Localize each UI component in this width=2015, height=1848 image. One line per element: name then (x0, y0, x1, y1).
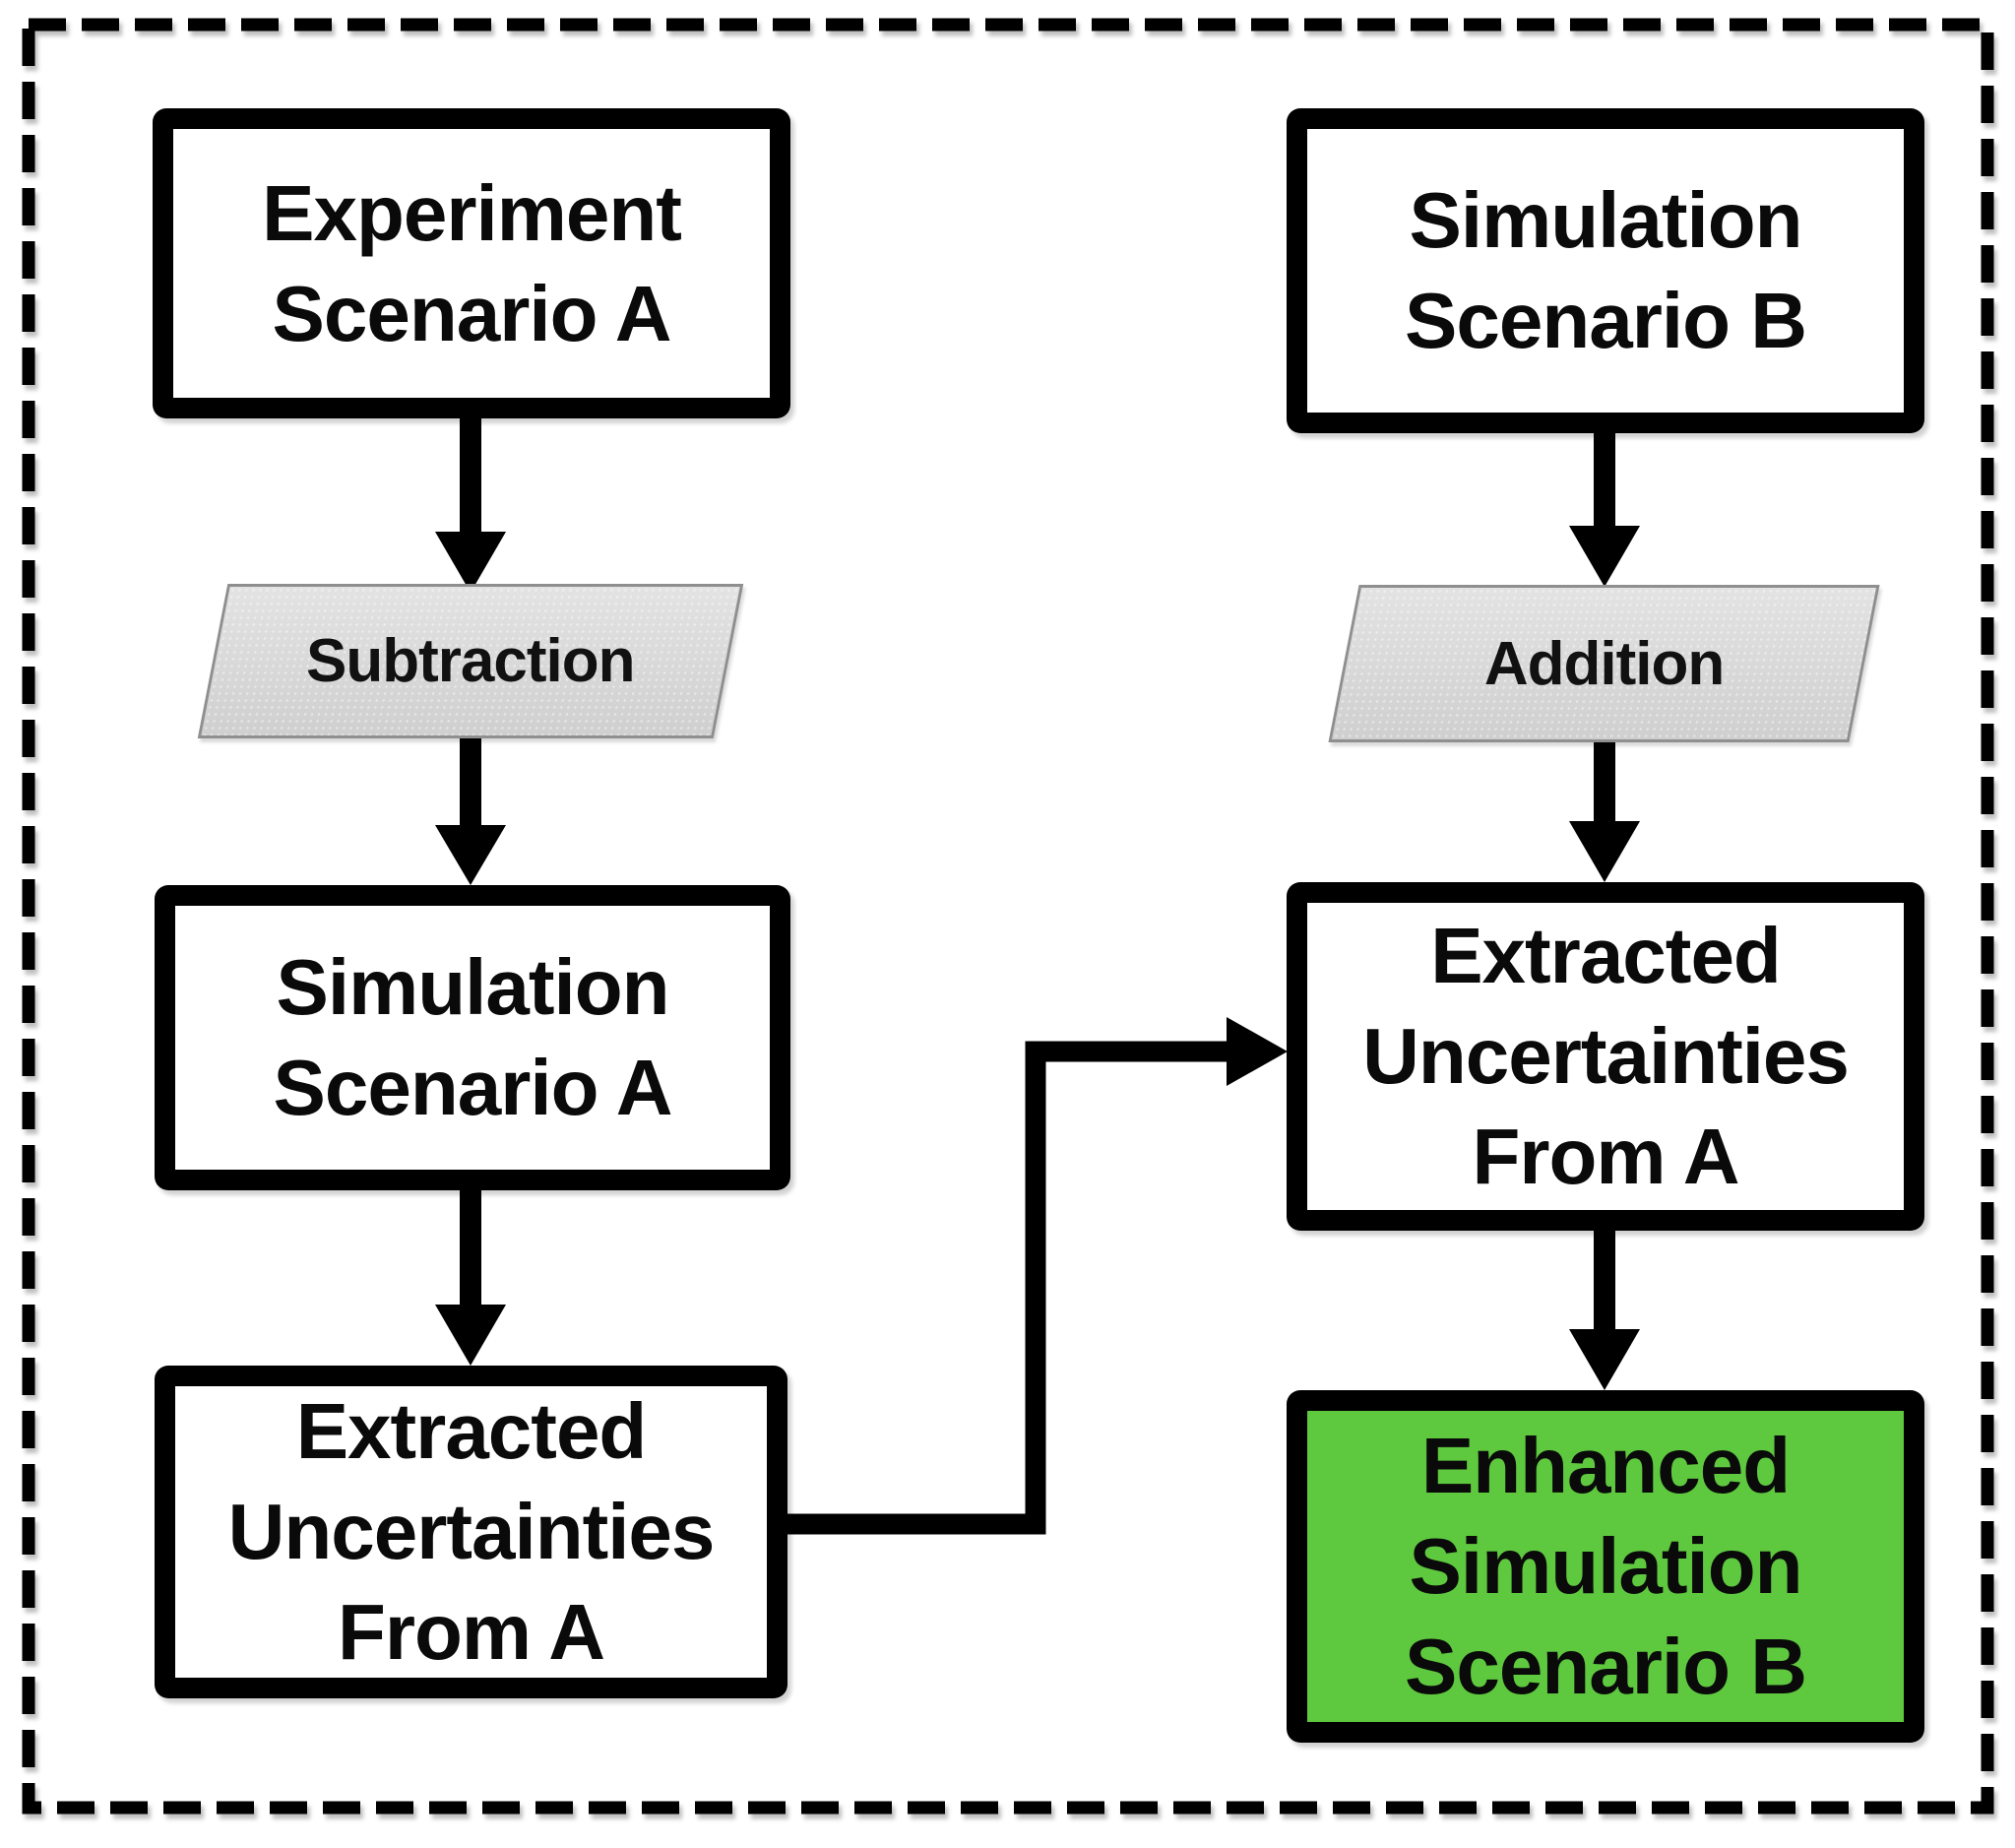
box-simulation-scenario-a-label: Simulation Scenario A (273, 943, 673, 1131)
arrow-experiment-to-subtraction (435, 418, 506, 593)
operation-subtraction-label: Subtraction (306, 627, 635, 695)
box-enhanced-simulation-scenario-b-label: Enhanced Simulation Scenario B (1405, 1422, 1807, 1710)
box-simulation-scenario-b: Simulation Scenario B (1287, 108, 1924, 433)
operation-addition-parallelogram: Addition (1328, 585, 1880, 742)
arrow-subtraction-to-simulation-a (435, 736, 506, 885)
box-extracted-uncertainties-left: Extracted Uncertainties From A (155, 1366, 787, 1698)
arrow-extracted-right-to-enhanced-b (1569, 1231, 1640, 1390)
operation-addition-label: Addition (1483, 629, 1725, 698)
box-simulation-scenario-b-label: Simulation Scenario B (1405, 176, 1807, 364)
box-extracted-uncertainties-right-label: Extracted Uncertainties From A (1362, 912, 1850, 1200)
arrow-simulation-a-to-extracted-left (435, 1190, 506, 1366)
operation-subtraction-parallelogram: Subtraction (197, 584, 744, 738)
box-enhanced-simulation-scenario-b: Enhanced Simulation Scenario B (1287, 1390, 1924, 1743)
arrow-addition-to-extracted-right (1569, 740, 1640, 882)
arrow-simulation-b-to-addition (1569, 433, 1640, 587)
box-experiment-scenario-a: Experiment Scenario A (153, 108, 790, 418)
box-extracted-uncertainties-left-label: Extracted Uncertainties From A (227, 1387, 716, 1676)
dashed-border-frame (22, 18, 1994, 1815)
connector-extracted-left-to-extracted-right (785, 1017, 1288, 1535)
box-extracted-uncertainties-right: Extracted Uncertainties From A (1287, 882, 1924, 1231)
box-experiment-scenario-a-label: Experiment Scenario A (262, 168, 682, 357)
box-simulation-scenario-a: Simulation Scenario A (155, 885, 790, 1190)
